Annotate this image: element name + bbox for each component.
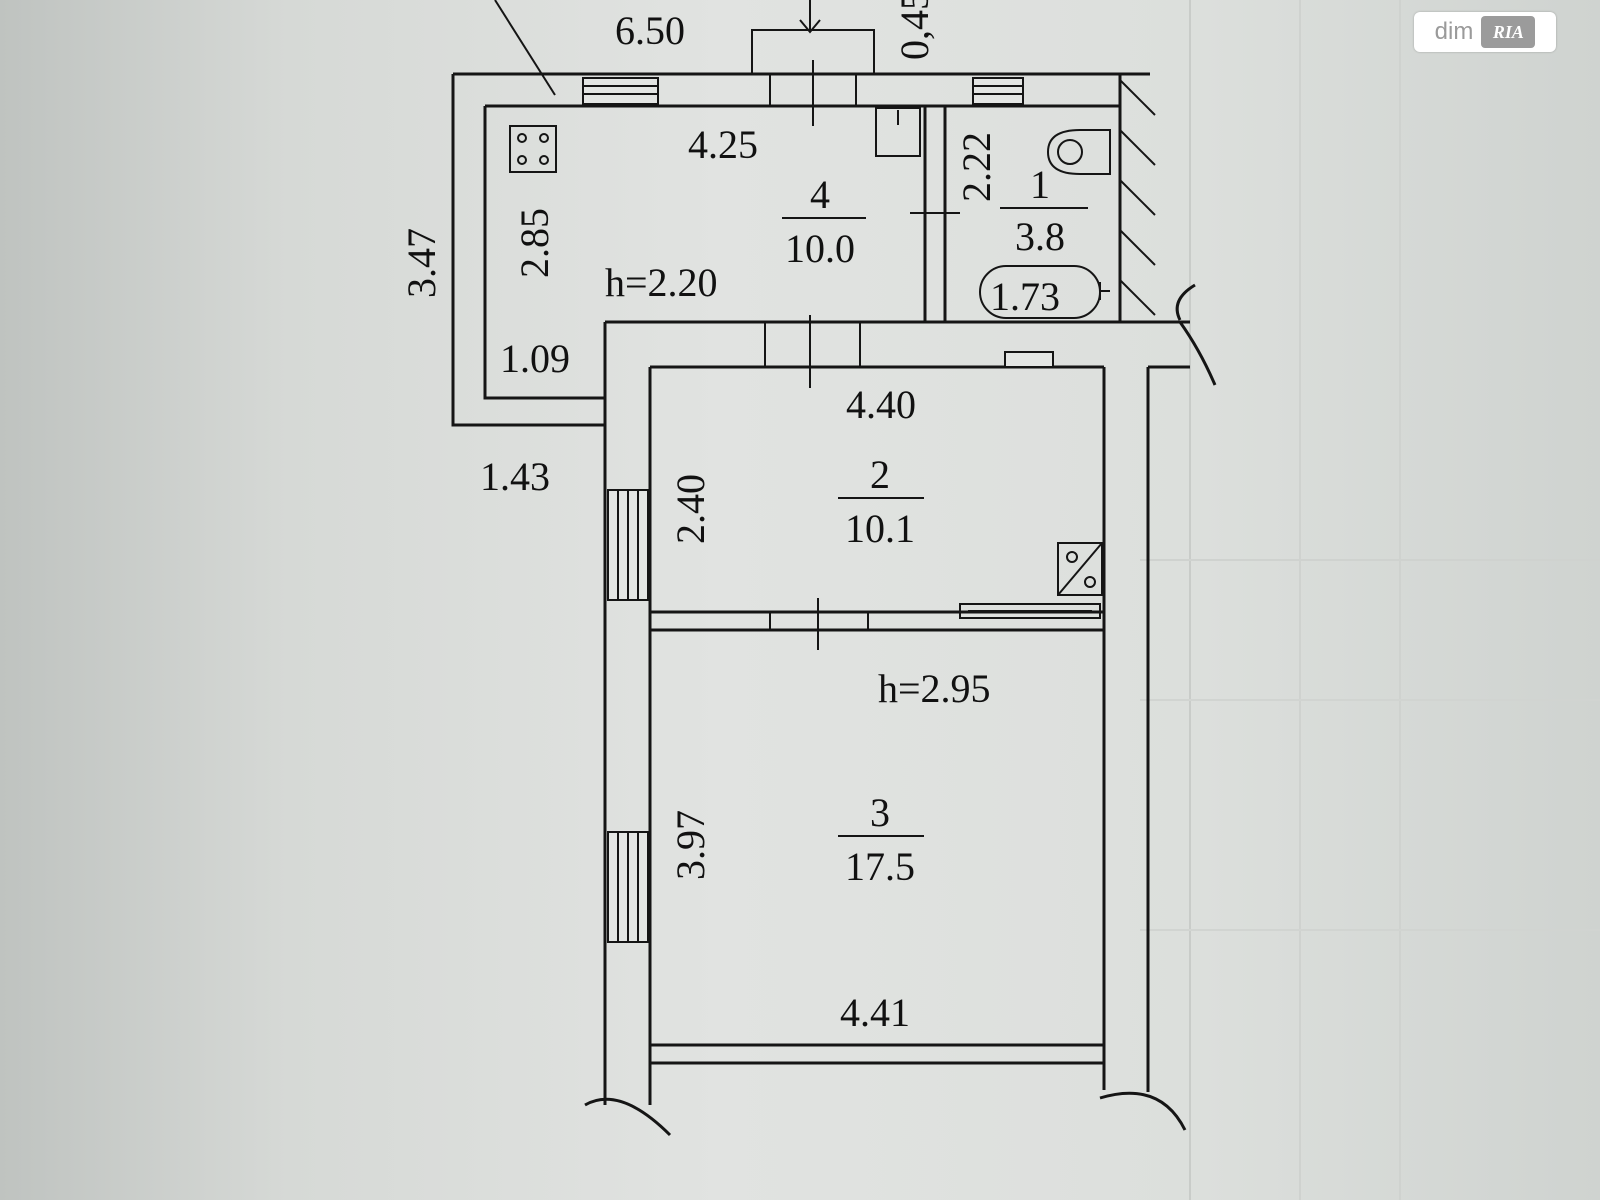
dim-room3-depth: 3.97 (668, 810, 713, 880)
room-4-area: 10.0 (785, 226, 855, 271)
ceiling-height-lower: h=2.95 (878, 666, 991, 711)
sink-icon (875, 107, 921, 157)
room-labels: 4 10.0 1 3.8 2 10.1 3 17.5 (782, 162, 1088, 889)
logo-text: dim (1434, 18, 1474, 45)
dim-corridor-depth: 1.43 (480, 454, 550, 499)
stove-icon (509, 125, 557, 173)
dim-bath-depth: 2.22 (954, 132, 999, 202)
dim-bath-width: 1.73 (990, 274, 1060, 319)
background-table-bleed (1140, 0, 1600, 1200)
room-4-number: 4 (810, 172, 830, 217)
dim-left-outer: 3.47 (399, 228, 444, 298)
ria-mark-icon: RIA (1481, 16, 1536, 48)
dim-room2-depth: 2.40 (668, 474, 713, 544)
dimension-labels: 6.50 0,45 3.47 2.85 4.25 1.09 1.43 2.22 … (399, 0, 1060, 1035)
dim-ria-logo: dim RIA (1414, 12, 1556, 52)
room-1-number: 1 (1030, 162, 1050, 207)
dim-room3-width: 4.41 (840, 990, 910, 1035)
dim-room2-width: 4.40 (846, 382, 916, 427)
room-2-area: 10.1 (845, 506, 915, 551)
room-3-number: 3 (870, 790, 890, 835)
dim-corridor-width: 1.09 (500, 336, 570, 381)
bathtub-icon (979, 265, 1110, 319)
fixtures (494, 0, 1111, 619)
dim-kitchen-height: 2.85 (512, 208, 557, 278)
dim-top-small: 0,45 (892, 0, 937, 60)
room-2-number: 2 (870, 452, 890, 497)
dim-top-total: 6.50 (615, 8, 685, 53)
room-3-area: 17.5 (845, 844, 915, 889)
windows (582, 77, 1024, 943)
room-1-area: 3.8 (1015, 214, 1065, 259)
dim-kitchen-width: 4.25 (688, 122, 758, 167)
toilet-icon (1046, 129, 1111, 175)
heater-icon (959, 542, 1103, 619)
ceiling-height-upper: h=2.20 (605, 260, 718, 305)
doors (751, 0, 1054, 650)
